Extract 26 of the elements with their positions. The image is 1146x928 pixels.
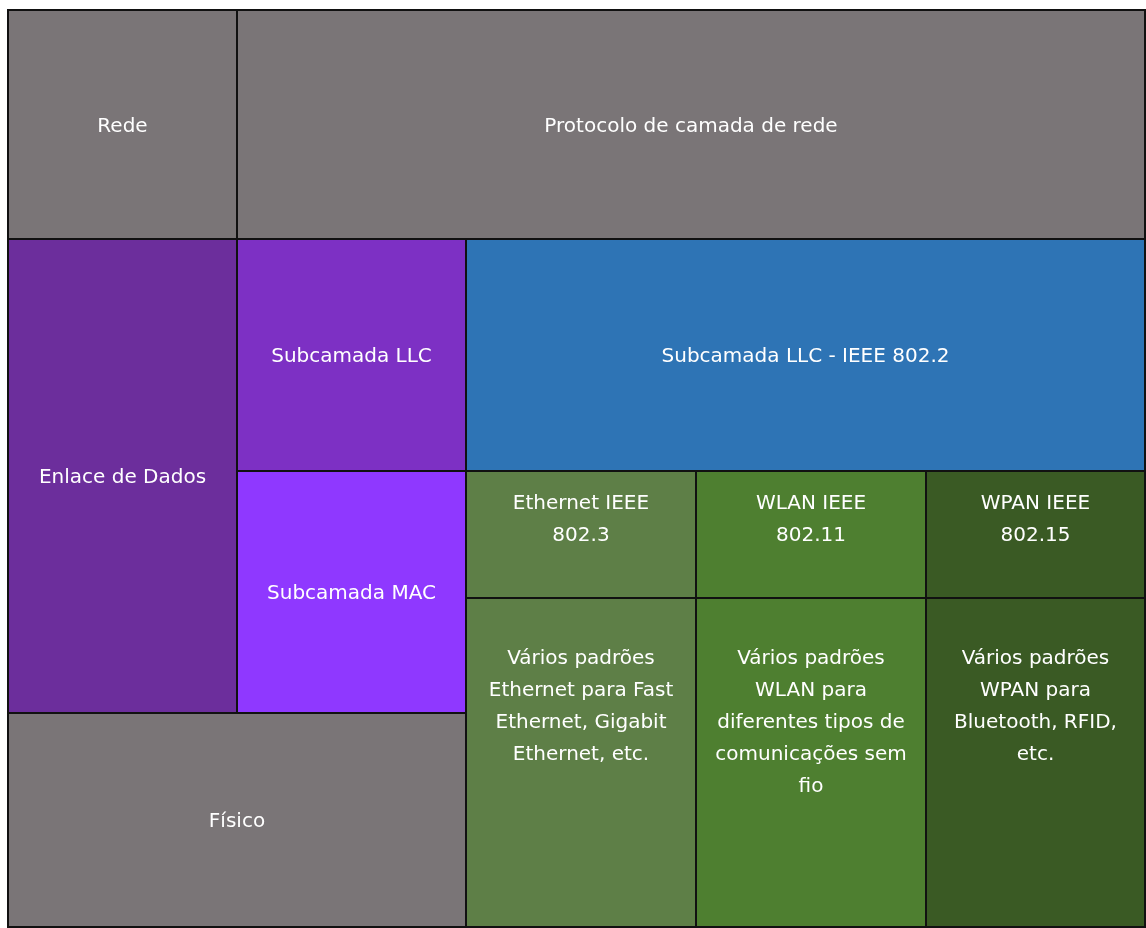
layer-box [925,597,1146,928]
layer-box [236,9,1146,240]
layer-label: Físico [208,807,266,834]
layer-label: Ethernet IEEE 802.3 [511,489,651,548]
layer-label: Vários padrões WLAN para diferentes tipos de comunicações sem fio [714,644,908,799]
layer-box [465,597,697,928]
layer-label: Subcamada MAC [267,579,436,606]
layer-box [236,238,467,472]
layer-box [465,238,1146,472]
layer-label: WPAN IEEE 802.15 [979,489,1092,548]
layer-label: Subcamada LLC [271,342,432,369]
layer-label: Protocolo de camada de rede [544,111,838,139]
layer-box [695,597,927,928]
layer-box [925,470,1146,599]
layer-box [7,238,238,714]
layer-box [236,470,467,714]
layer-box [695,470,927,599]
layer-label: Vários padrões Ethernet para Fast Ethernet, Gigabit Ethernet, etc. [487,644,675,767]
layer-label: Enlace de Dados [38,463,207,490]
layer-label: Rede [97,111,148,139]
layer-label: WLAN IEEE 802.11 [754,489,868,548]
layer-label: Vários padrões WPAN para Bluetooth, RFID, etc. [953,644,1118,767]
layer-box [465,470,697,599]
layer-label: Subcamada LLC - IEEE 802.2 [661,342,950,369]
layer-box [7,712,467,928]
layer-box [7,9,238,240]
